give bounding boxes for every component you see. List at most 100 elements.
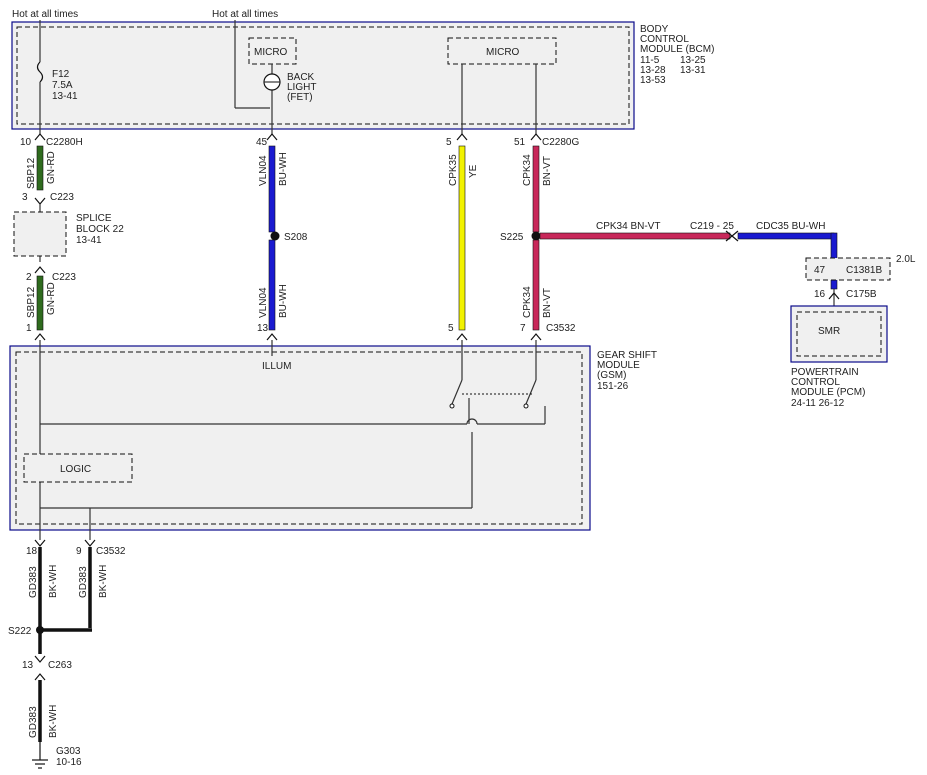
backlight-label-2: LIGHT: [287, 82, 316, 93]
fuse-name: F12: [52, 69, 70, 80]
gsm-ref: 151-26: [597, 381, 629, 392]
c3532-label: C3532: [546, 323, 576, 334]
wire-sbp12-lower-color: GN-RD: [46, 282, 57, 315]
fuse-rating: 7.5A: [52, 80, 73, 91]
fuse-icon: [36, 61, 44, 83]
c223-a-label: C223: [50, 192, 74, 203]
c223-b-label: C223: [52, 272, 76, 283]
wire-cpk35: [458, 145, 466, 331]
c263-pin: 13: [22, 660, 34, 671]
wire-vln04-lower: [268, 239, 276, 331]
micro-right-label: MICRO: [486, 47, 520, 58]
splice-block-label-2: BLOCK 22: [76, 224, 124, 235]
engine-label: 2.0L: [896, 254, 916, 265]
connector-chevrons-c2280: [34, 133, 542, 141]
c175b-pin: 16: [814, 289, 826, 300]
c3532-pin-5: 5: [448, 323, 454, 334]
splice-block-label-1: SPLICE: [76, 213, 112, 224]
wire-sbp12-lower-name: SBP12: [26, 286, 37, 318]
splice-s222: [36, 626, 44, 634]
c2280g-pin-51: 51: [514, 137, 526, 148]
hot-at-all-times-left: Hot at all times: [12, 9, 78, 20]
wire-cpk35-color: YE: [468, 164, 479, 178]
c219-label: C219 - 25: [690, 221, 734, 232]
wire-cpk35-name: CPK35: [448, 154, 459, 186]
wire-gd383-c-name: GD383: [28, 706, 39, 738]
c3532-pin-18: 18: [26, 546, 38, 557]
wire-cpk34-lower: [532, 239, 540, 331]
bcm-name: BODY CONTROL MODULE (BCM) 11-5 13-25 13-…: [640, 24, 714, 86]
wire-gd383-a-name: GD383: [28, 566, 39, 598]
splice-s208-label: S208: [284, 232, 308, 243]
svg-text:13-28: 13-28: [640, 65, 666, 76]
wire-cpk34-horizontal: [539, 232, 731, 240]
gsm-logic-box: [23, 453, 133, 483]
splice-s222-label: S222: [8, 626, 32, 637]
wire-vln04-upper: [268, 145, 276, 233]
connector-chevrons-c3532-top: [34, 333, 542, 341]
pcm-refs: 24-11 26-12: [791, 398, 845, 409]
c2280g-pin-5: 5: [446, 137, 452, 148]
c2280g-pin-45: 45: [256, 137, 268, 148]
wire-cpk34-upper-color: BN-VT: [542, 156, 553, 186]
wire-vln04-upper-name: VLN04: [258, 155, 269, 186]
c2280g-label: C2280G: [542, 137, 579, 148]
splice-block-22: [13, 211, 67, 257]
pcm-name-3: MODULE (PCM): [791, 387, 865, 398]
wire-sbp12-upper-color: GN-RD: [46, 151, 57, 184]
ground-g303: G303: [56, 746, 81, 757]
gsm-name-2: MODULE: [597, 360, 640, 371]
splice-s225-label: S225: [500, 232, 524, 243]
gsm-name-3: (GSM): [597, 370, 626, 381]
c223-b-pin: 2: [26, 272, 32, 283]
wire-cdc35-horizontal: [737, 232, 835, 240]
ground-ref: 10-16: [56, 757, 82, 768]
wire-sbp12-lower: [36, 275, 44, 331]
c223-a-pin: 3: [22, 192, 28, 203]
wire-gd383-b-name: GD383: [78, 566, 89, 598]
c3532-label-b: C3532: [96, 546, 126, 557]
gsm-module: [9, 345, 591, 531]
wire-cpk34-upper: [532, 145, 540, 233]
c1381b-label: C1381B: [846, 265, 882, 276]
wire-cpk34-lower-color: BN-VT: [542, 288, 553, 318]
wire-sbp12-upper-name: SBP12: [26, 157, 37, 189]
c2280h-label: C2280H: [46, 137, 83, 148]
svg-text:BODY: BODY: [640, 24, 669, 35]
svg-text:13-31: 13-31: [680, 65, 706, 76]
svg-text:CONTROL: CONTROL: [640, 34, 689, 45]
c3532-pin-13: 13: [257, 323, 269, 334]
pcm-module: [790, 305, 888, 363]
c3532-pin-7: 7: [520, 323, 526, 334]
backlight-label-3: (FET): [287, 92, 313, 103]
wire-cpk34-lower-name: CPK34: [522, 286, 533, 318]
c2280h-pin: 10: [20, 137, 32, 148]
pcm-name-2: CONTROL: [791, 377, 840, 388]
c3532-pin-9: 9: [76, 546, 82, 557]
backlight-label-1: BACK: [287, 72, 315, 83]
c175b-label: C175B: [846, 289, 877, 300]
wire-sbp12-upper: [36, 145, 44, 191]
wire-cpk34-h-label: CPK34 BN-VT: [596, 221, 660, 232]
svg-text:MODULE (BCM): MODULE (BCM): [640, 44, 714, 55]
ground-icon: [32, 742, 48, 769]
gsm-illum-label: ILLUM: [262, 361, 291, 372]
svg-text:13-25: 13-25: [680, 55, 706, 66]
hot-at-all-times-mid: Hot at all times: [212, 9, 278, 20]
c1381b-box: [805, 257, 891, 281]
wire-vln04-lower-color: BU-WH: [278, 284, 289, 318]
micro-left-box: [248, 37, 297, 65]
gsm-name-1: GEAR SHIFT: [597, 350, 657, 361]
wire-vln04-lower-name: VLN04: [258, 287, 269, 318]
splice-block-label-3: 13-41: [76, 235, 102, 246]
pcm-name-1: POWERTRAIN: [791, 367, 859, 378]
wire-cpk34-upper-name: CPK34: [522, 154, 533, 186]
splice-s225: [531, 231, 541, 241]
wire-gd383-a-color: BK-WH: [48, 565, 59, 598]
wire-vln04-upper-color: BU-WH: [278, 152, 289, 186]
svg-text:11-5: 11-5: [640, 55, 660, 66]
micro-left-label: MICRO: [254, 47, 288, 58]
svg-text:13-53: 13-53: [640, 75, 666, 86]
wire-gd383-c-color: BK-WH: [48, 705, 59, 738]
